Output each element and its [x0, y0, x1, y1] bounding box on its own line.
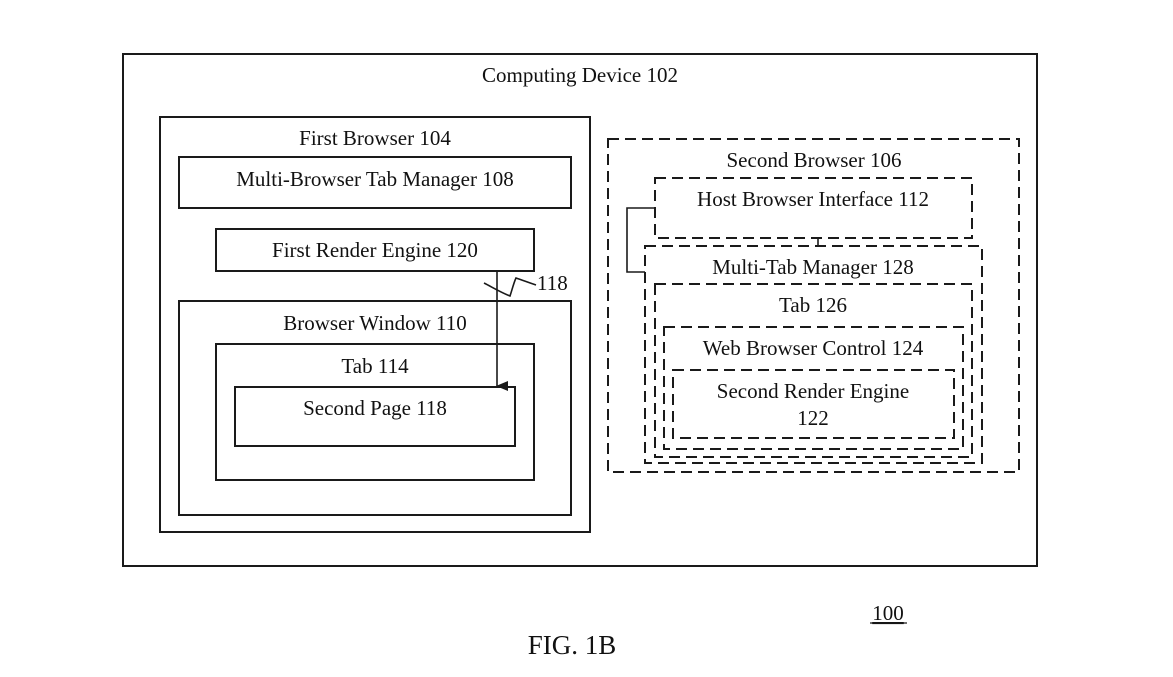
computing-device-border: [122, 53, 1038, 567]
first-browser-box: First Browser 104 Multi-Browser Tab Mana…: [159, 116, 591, 533]
multi-tab-manager-label: Multi-Tab Manager 128: [712, 255, 913, 279]
computing-device-box: Computing Device 102: [122, 53, 1038, 567]
first-browser-label: First Browser 104: [299, 126, 451, 150]
second-render-engine-label-line1: Second Render Engine: [717, 379, 909, 403]
web-browser-control-border: [663, 326, 964, 450]
host-to-manager-connector: [626, 207, 655, 273]
second-browser-box: Second Browser 106 Host Browser Interfac…: [607, 138, 1020, 473]
host-browser-interface-label: Host Browser Interface 112: [697, 187, 929, 211]
tab-114-label: Tab 114: [341, 354, 409, 378]
web-browser-control-label: Web Browser Control 124: [703, 336, 924, 360]
tab-114-border: [215, 343, 535, 481]
web-browser-control-box: Web Browser Control 124 Second Render En…: [663, 326, 964, 450]
computing-device-label: Computing Device 102: [482, 63, 678, 87]
second-render-engine-border: [672, 369, 955, 439]
multi-browser-tab-manager-border: [178, 156, 572, 209]
second-render-engine-box: Second Render Engine 122: [672, 369, 955, 439]
multi-tab-manager-border: [644, 245, 983, 464]
figure-caption: FIG. 1B: [528, 630, 617, 660]
second-render-engine-label-line2: 122: [797, 406, 829, 430]
tab-126-label: Tab 126: [779, 293, 847, 317]
multi-browser-tab-manager-box: Multi-Browser Tab Manager 108: [178, 156, 572, 209]
browser-window-border: [178, 300, 572, 516]
arrow-reference-label: 118: [537, 271, 568, 295]
first-render-engine-border: [215, 228, 535, 272]
browser-window-box: Browser Window 110 Tab 114 Second Page 1…: [178, 300, 572, 516]
tab-126-border: [654, 283, 973, 458]
second-page-label: Second Page 118: [303, 396, 447, 420]
browser-window-label: Browser Window 110: [283, 311, 466, 335]
first-browser-border: [159, 116, 591, 533]
second-page-box: Second Page 118: [234, 386, 516, 447]
second-page-border: [234, 386, 516, 447]
second-browser-border: [607, 138, 1020, 473]
reference-leader-squiggle: [483, 277, 537, 298]
tab-126-box: Tab 126 Web Browser Control 124 Second R…: [654, 283, 973, 458]
multi-tab-manager-box: Multi-Tab Manager 128 Tab 126 Web Browse…: [644, 245, 983, 464]
host-browser-interface-box: Host Browser Interface 112: [654, 177, 973, 239]
figure-reference-number: 100: [872, 601, 904, 625]
second-browser-label: Second Browser 106: [727, 148, 902, 172]
tab-114-box: Tab 114 Second Page 118: [215, 343, 535, 481]
first-render-engine-label: First Render Engine 120: [272, 238, 478, 262]
multi-browser-tab-manager-label: Multi-Browser Tab Manager 108: [236, 167, 514, 191]
first-render-engine-box: First Render Engine 120: [215, 228, 535, 272]
